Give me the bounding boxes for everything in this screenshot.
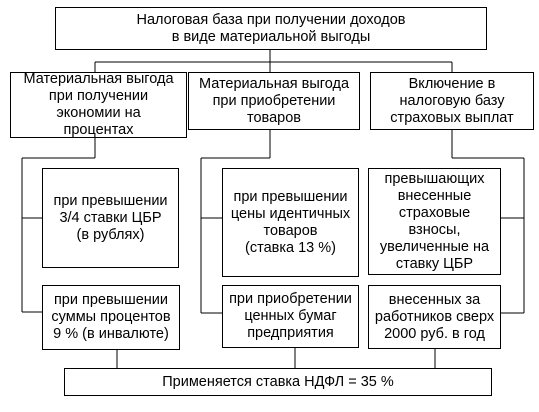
column-2-header: Материальная выгода при приобретении тов…: [188, 72, 360, 130]
column-2-item-1: при превышении цены идентичных товаров (…: [222, 168, 359, 277]
root-box: Налоговая база при получении доходов в в…: [55, 7, 487, 50]
column-3-header: Включение в налоговую базу страховых вып…: [370, 72, 534, 130]
column-2-item-2: при приобретении ценных бумаг предприяти…: [222, 285, 359, 348]
column-1-item-2: при превышении суммы процентов 9 % (в ин…: [42, 285, 180, 350]
column-1-item-1: при превышении 3/4 ставки ЦБР (в рублях): [42, 168, 179, 268]
column-3-item-1: превышающих внесенные страховые взносы, …: [368, 168, 501, 275]
result-box: Применяется ставка НДФЛ = 35 %: [64, 368, 492, 396]
column-1-header: Материальная выгода при получении эконом…: [10, 71, 187, 138]
column-3-item-2: внесенных за работников сверх 2000 руб. …: [368, 285, 501, 349]
